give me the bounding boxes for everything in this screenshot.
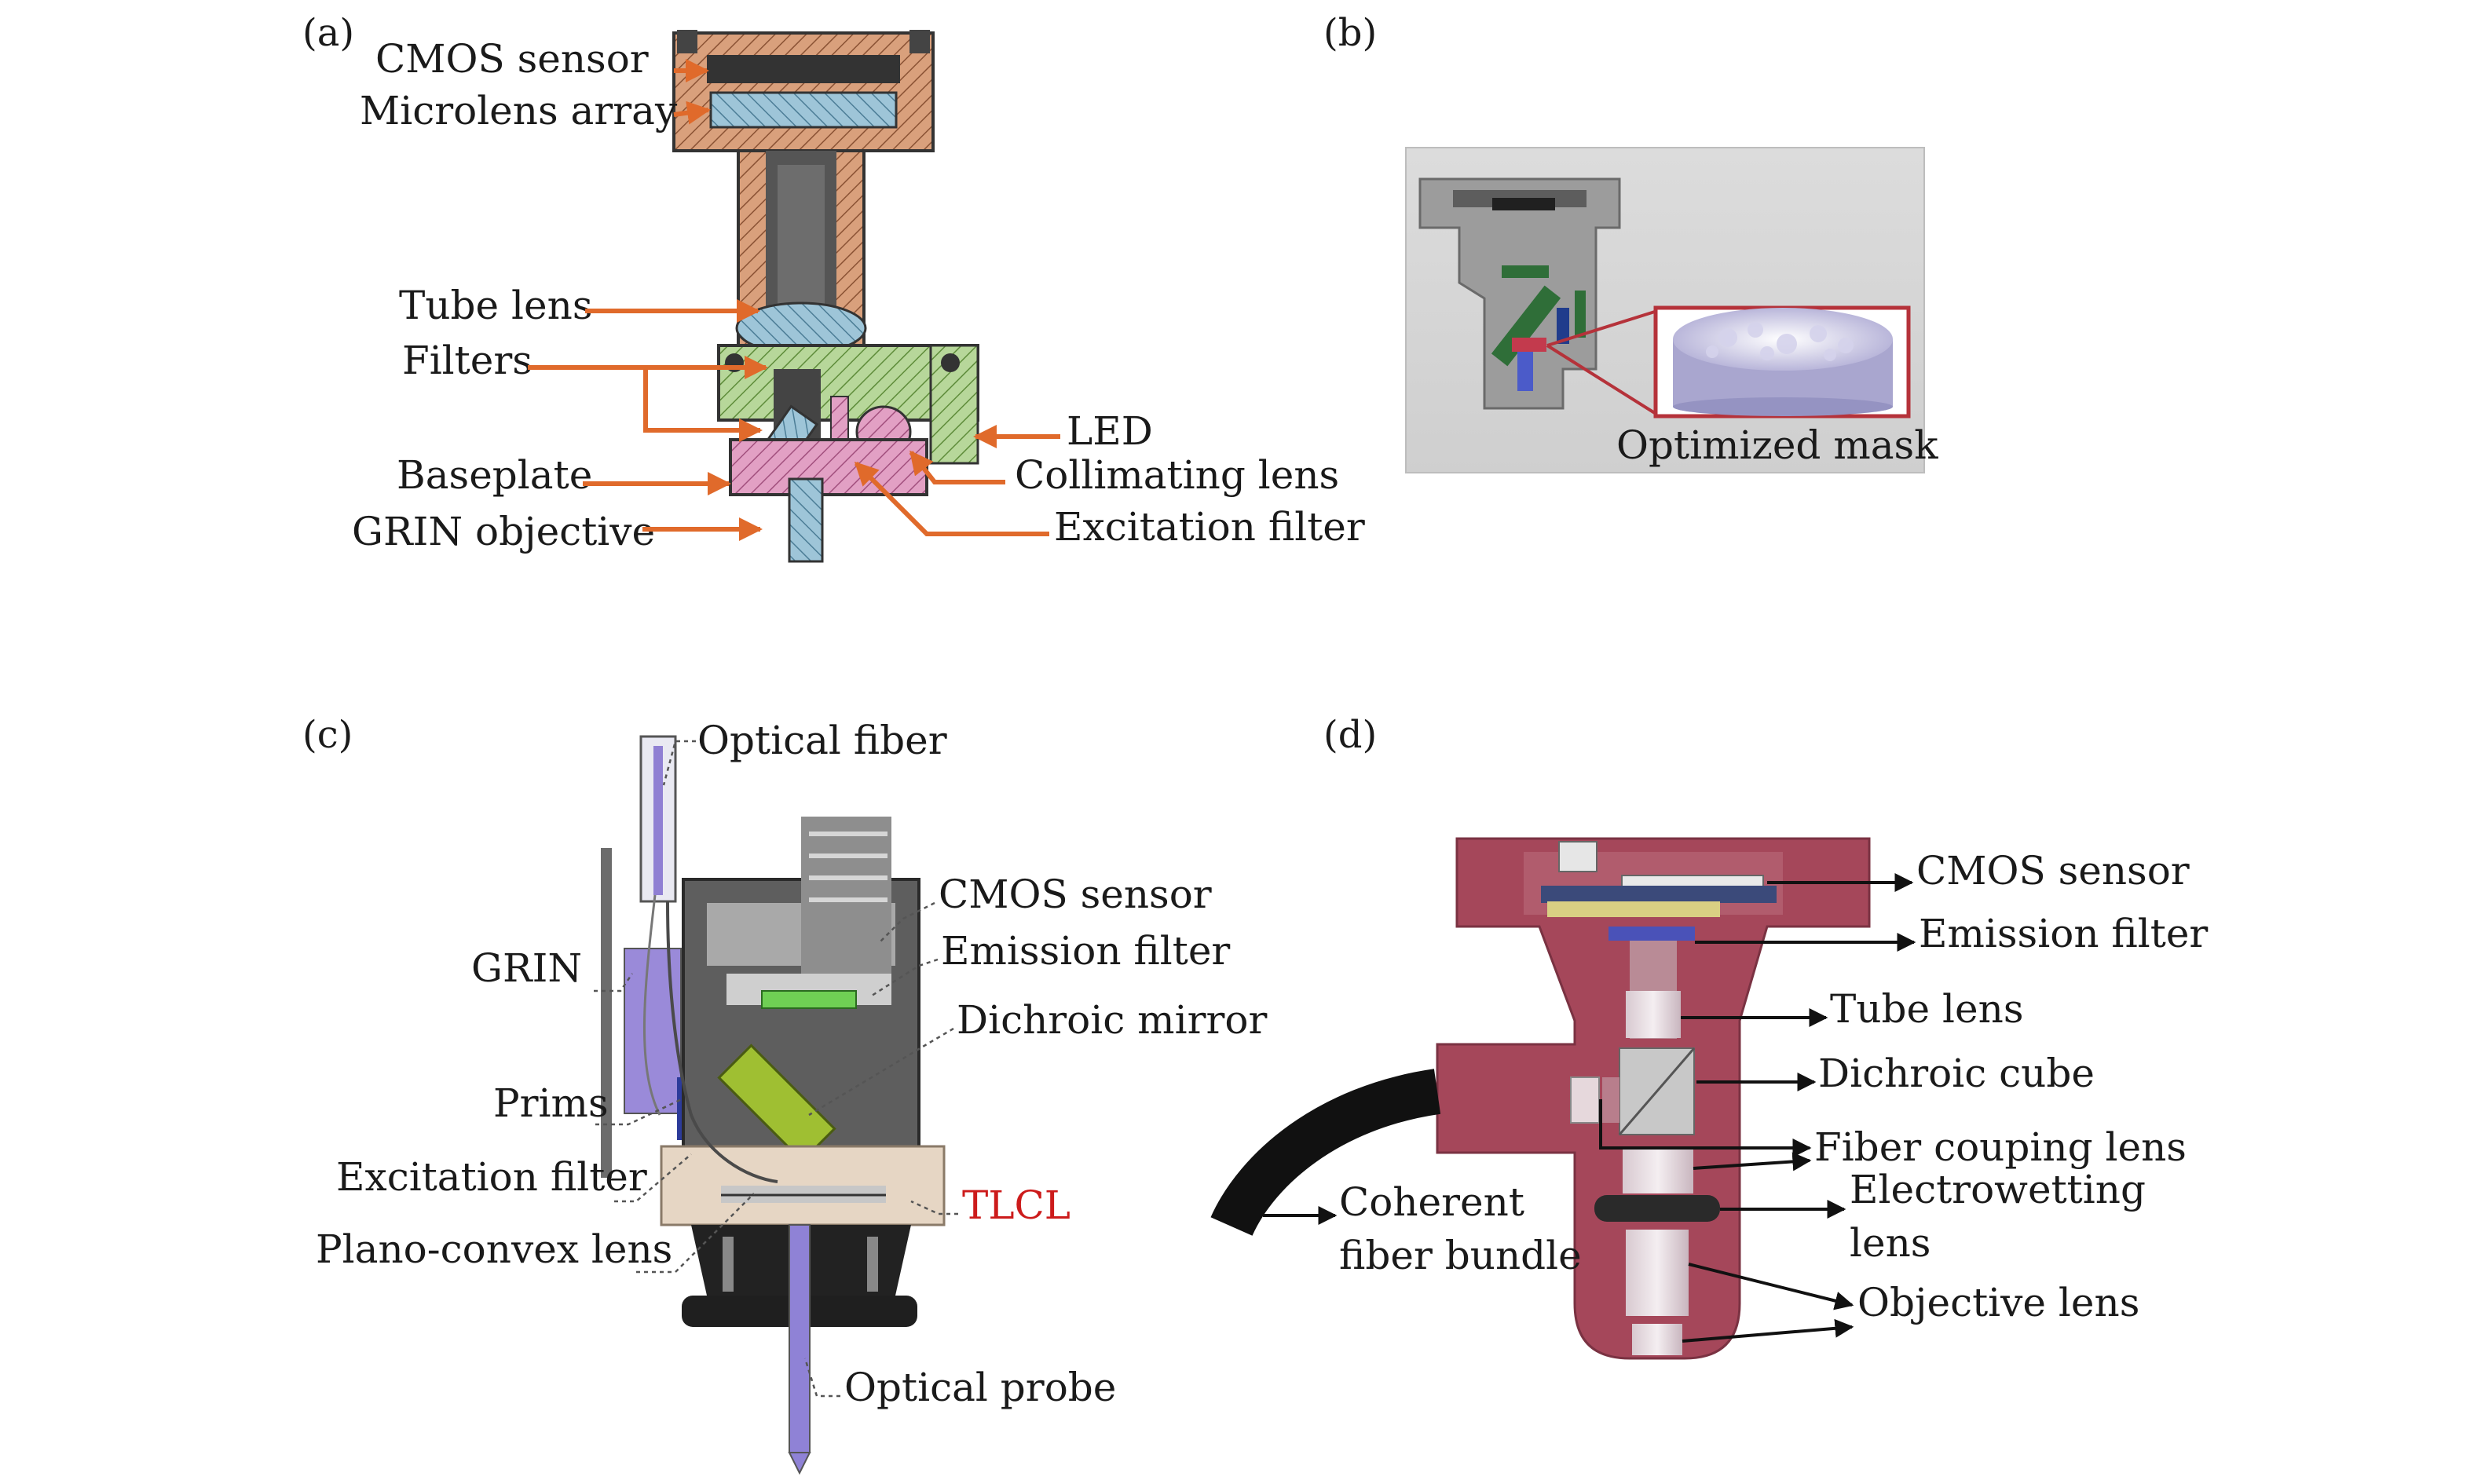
panel-c: (c) [302, 713, 1267, 1475]
label-c-grin: GRIN [471, 945, 582, 991]
label-a-grin-objective: GRIN objective [352, 509, 655, 554]
label-d-objective-lens: Objective lens [1857, 1280, 2139, 1325]
label-a-tube-lens: Tube lens [399, 283, 592, 328]
label-c-cmos-sensor: CMOS sensor [939, 872, 1212, 917]
label-a-cmos-sensor: CMOS sensor [375, 36, 649, 82]
panel-c-device-illustration [601, 735, 946, 1475]
label-c-plano-convex-lens: Plano-convex lens [316, 1226, 672, 1272]
label-d-coherent-line1: Coherent [1339, 1179, 1524, 1225]
label-a-filters: Filters [402, 338, 532, 383]
label-d-emission-filter: Emission filter [1919, 911, 2208, 956]
label-c-dichroic-mirror: Dichroic mirror [957, 997, 1267, 1043]
panel-c-letter: (c) [302, 713, 353, 757]
panel-a-miniscope-illustration [672, 30, 979, 563]
panel-a: (a) CMOS sensor Microlens arra [302, 11, 1365, 563]
label-b-optimized-mask: Optimized mask [1616, 422, 1938, 468]
panel-d-arrows [1263, 873, 1916, 1343]
label-a-collimating-lens: Collimating lens [1015, 452, 1339, 498]
label-d-tube-lens: Tube lens [1830, 986, 2023, 1032]
panel-b-letter: (b) [1323, 11, 1377, 55]
label-c-optical-fiber: Optical fiber [697, 718, 947, 763]
label-a-excitation-filter: Excitation filter [1054, 504, 1365, 550]
panel-b-optimized-mask-disc [1673, 308, 1893, 416]
label-a-led: LED [1067, 408, 1153, 454]
panel-a-letter: (a) [302, 11, 354, 55]
label-d-electrowetting-line1: Electrowetting [1850, 1167, 2146, 1212]
panel-a-arrows [528, 59, 1060, 541]
label-c-tlcl: TLCL [962, 1182, 1070, 1228]
label-c-optical-probe: Optical probe [844, 1365, 1116, 1410]
label-d-electrowetting-line2: lens [1850, 1220, 1931, 1266]
label-c-prims: Prims [493, 1080, 609, 1126]
panel-b: (b) Optimized mask [1323, 11, 1938, 473]
panel-c-leader-lines [594, 740, 958, 1398]
label-a-baseplate: Baseplate [397, 452, 592, 498]
panel-d: (d) CMOS sensor Emiss [1210, 713, 2208, 1360]
label-d-cmos-sensor: CMOS sensor [1916, 848, 2190, 894]
panel-d-device-illustration [1210, 837, 1871, 1360]
label-c-excitation-filter: Excitation filter [336, 1154, 647, 1200]
label-c-emission-filter: Emission filter [941, 928, 1230, 974]
label-d-coherent-line2: fiber bundle [1339, 1233, 1582, 1278]
panel-d-letter: (d) [1323, 713, 1377, 757]
panel-b-miniscope-render [1418, 177, 1621, 410]
label-d-dichroic-cube: Dichroic cube [1818, 1051, 2095, 1096]
label-d-fiber-couping-lens: Fiber couping lens [1814, 1124, 2187, 1170]
label-a-microlens-array: Microlens array [360, 88, 678, 133]
